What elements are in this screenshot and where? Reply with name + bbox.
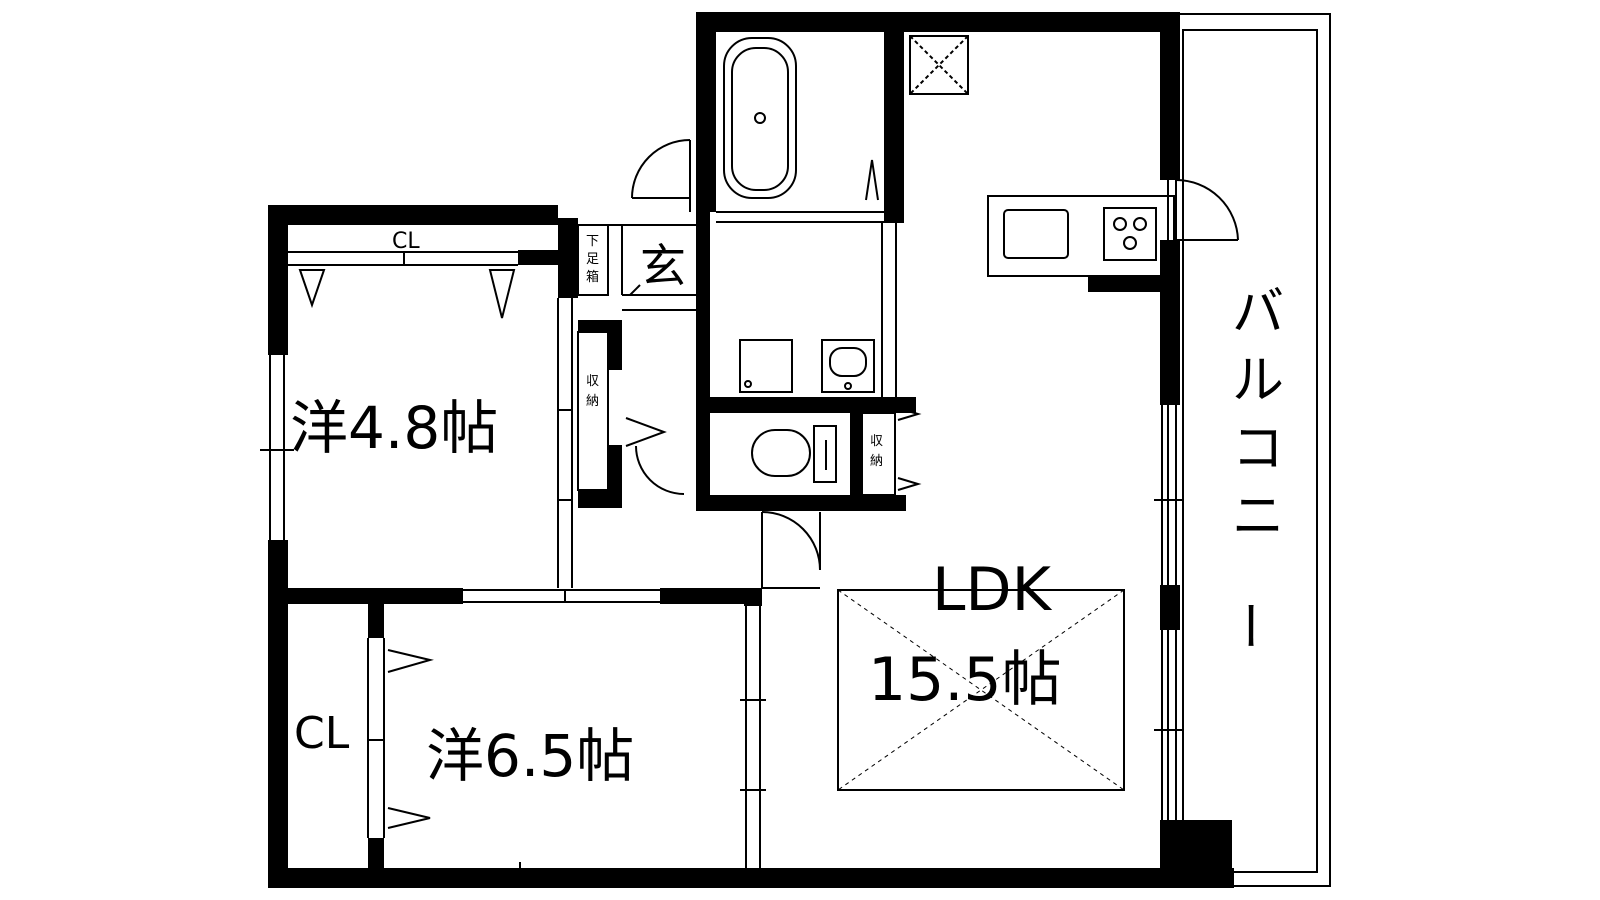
kitchen-sink-icon <box>1003 209 1069 259</box>
balcony-label: バ ル コ ニ ー <box>1216 283 1284 652</box>
svg-text:下: 下 <box>586 234 599 249</box>
bathtub-icon <box>723 37 797 199</box>
svg-text:足: 足 <box>586 252 599 267</box>
svg-text:バ: バ <box>1232 283 1284 343</box>
svg-text:コ: コ <box>1232 419 1284 479</box>
entrance-label: 玄 <box>640 239 686 293</box>
storage-toilet-label: 収 納 <box>870 434 883 469</box>
room-western-6-5-label: 洋6.5帖 <box>426 722 634 790</box>
svg-text:ー: ー <box>1216 600 1276 652</box>
closet-top-label: CL <box>392 229 420 254</box>
walls <box>268 12 1234 888</box>
stove-icon <box>1103 207 1157 261</box>
balcony <box>1167 13 1331 887</box>
shoe-box-label: 下 足 箱 <box>586 234 599 285</box>
svg-text:箱: 箱 <box>586 269 599 285</box>
room-western-4-8-label: 洋4.8帖 <box>290 394 498 462</box>
ldk-size-label: 15.5帖 <box>868 645 1062 715</box>
toilet-icon <box>751 425 837 483</box>
svg-text:ニ: ニ <box>1232 487 1284 547</box>
svg-text:納: 納 <box>586 394 599 409</box>
washing-machine-pan-icon <box>739 339 793 393</box>
svg-text:ル: ル <box>1232 351 1284 411</box>
svg-text:収: 収 <box>870 434 883 449</box>
washbasin-icon <box>821 339 875 393</box>
svg-text:収: 収 <box>586 374 599 389</box>
svg-text:納: 納 <box>870 454 883 469</box>
ldk-name-label: LDK <box>932 555 1053 625</box>
storage-hall-label: 収 納 <box>586 374 599 409</box>
closet-left-label: CL <box>294 708 350 759</box>
thin-lines <box>260 35 1239 888</box>
